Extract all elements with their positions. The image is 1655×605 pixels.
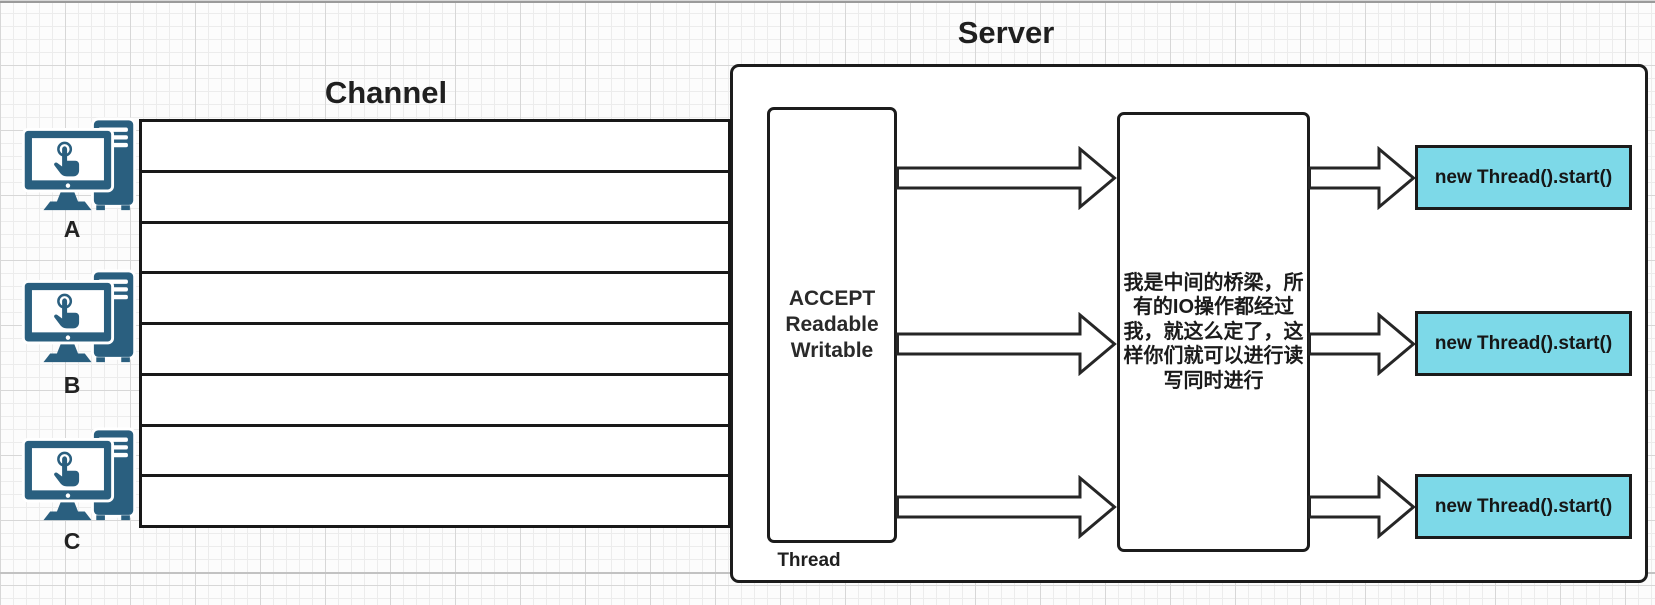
client-computer-c [20,427,138,523]
client-label-a: A [63,216,81,242]
thread-box-1: new Thread().start() [1415,145,1632,210]
channel-row [142,224,728,275]
client-computer-b [20,269,138,365]
desktop-computer-touch-icon [21,117,137,211]
client-label-b: B [63,372,81,398]
channel-row [142,122,728,173]
client-label-c: C [63,528,81,554]
selector-event-writable: Writable [790,339,874,362]
canvas-top-edge [0,1,1655,3]
arrow-selector-to-buffer-1 [896,146,1117,210]
selector-box: ACCEPT Readable Writable [767,107,897,543]
channel-row [142,173,728,224]
channel-title: Channel [324,75,448,110]
arrow-buffer-to-thread-3 [1308,475,1416,539]
selector-thread-caption: Thread [777,550,841,571]
arrow-buffer-to-thread-2 [1308,312,1416,376]
buffer-note-text: 我是中间的桥梁，所有的IO操作都经过我，就这么定了，这样你们就可以进行读写同时进… [1123,271,1304,392]
server-title: Server [957,15,1055,50]
buffer-box: 我是中间的桥梁，所有的IO操作都经过我，就这么定了，这样你们就可以进行读写同时进… [1117,112,1310,552]
selector-event-readable: Readable [785,313,879,336]
channel-row [142,477,728,525]
arrow-selector-to-buffer-3 [896,475,1117,539]
channel-row [142,427,728,478]
arrow-buffer-to-thread-1 [1308,146,1416,210]
desktop-computer-touch-icon [21,427,137,521]
thread-box-2: new Thread().start() [1415,311,1632,376]
arrow-selector-to-buffer-2 [896,312,1117,376]
client-computer-a [20,117,138,213]
thread-box-3: new Thread().start() [1415,474,1632,539]
selector-event-accept: ACCEPT [788,287,876,310]
channel-row [142,274,728,325]
channel-row [142,376,728,427]
channel-row [142,325,728,376]
desktop-computer-touch-icon [21,269,137,363]
channel-band [139,119,731,528]
